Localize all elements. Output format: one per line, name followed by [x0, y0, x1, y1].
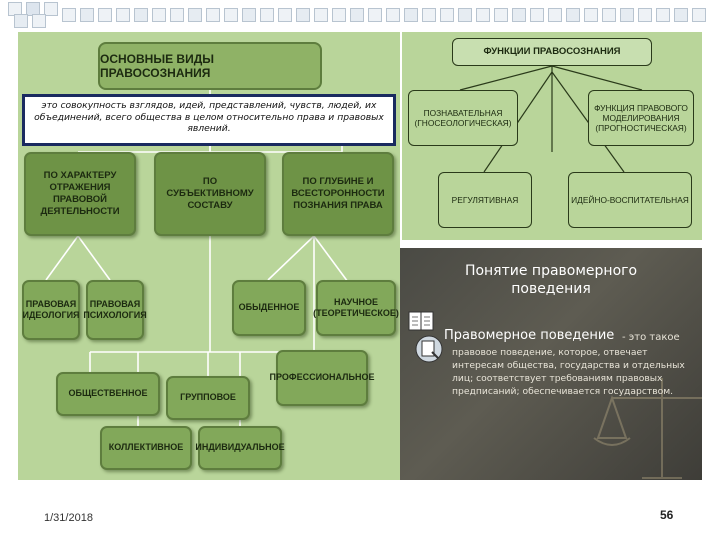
type-individual: ИНДИВИДУАЛЬНОЕ: [195, 426, 285, 470]
deco-square: [584, 8, 598, 22]
deco-square: [692, 8, 706, 22]
function-educational: ИДЕЙНО-ВОСПИТАТЕЛЬНАЯ: [568, 172, 692, 228]
deco-square: [314, 8, 328, 22]
deco-square: [278, 8, 292, 22]
type-professional: ПРОФЕССИОНАЛЬНОЕ: [270, 350, 374, 406]
type-legal-ideology: ПРАВОВАЯ ИДЕОЛОГИЯ: [22, 280, 80, 340]
deco-square: [206, 8, 220, 22]
deco-square: [80, 8, 94, 22]
connector-lines: [45, 90, 349, 426]
type-public: ОБЩЕСТВЕННОЕ: [56, 372, 160, 416]
deco-square: [152, 8, 166, 22]
lawful-title-line2: поведения: [511, 281, 591, 298]
function-cognitive: ПОЗНАВАТЕЛЬНАЯ (ГНОСЕОЛОГИЧЕСКАЯ): [408, 90, 518, 146]
definition-text: это совокупность взглядов, идей, предста…: [22, 94, 396, 146]
deco-square: [188, 8, 202, 22]
deco-square: [296, 8, 310, 22]
deco-square: [332, 8, 346, 22]
deco-square: [260, 8, 274, 22]
deco-square: [98, 8, 112, 22]
function-regulatory: РЕГУЛЯТИВНАЯ: [438, 172, 532, 228]
type-scientific: НАУЧНОЕ (ТЕОРЕТИЧЕСКОЕ): [313, 280, 399, 336]
deco-square: [530, 8, 544, 22]
type-everyday: ОБЫДЕННОЕ: [232, 280, 306, 336]
deco-square: [404, 8, 418, 22]
deco-square: [512, 8, 526, 22]
deco-square: [14, 14, 28, 28]
deco-square: [566, 8, 580, 22]
type-legal-psychology: ПРАВОВАЯ ПСИХОЛОГИЯ: [83, 280, 147, 340]
scales-icon: [593, 378, 702, 479]
functions-panel: ФУНКЦИИ ПРАВОСОЗНАНИЯ ПОЗНАВАТЕЛЬНАЯ (ГН…: [402, 32, 702, 240]
lawful-title-line1: Понятие правомерного: [464, 263, 638, 279]
deco-square: [62, 8, 76, 22]
deco-square: [422, 8, 436, 22]
book-icon: [408, 311, 434, 331]
type-collective: КОЛЛЕКТИВНОЕ: [100, 426, 192, 470]
lawful-dash-text: - это такое: [622, 332, 680, 343]
slide-number: 56: [660, 508, 674, 522]
deco-square: [224, 8, 238, 22]
note-icon: [415, 335, 443, 363]
deco-square: [134, 8, 148, 22]
deco-square: [656, 8, 670, 22]
deco-square: [638, 8, 652, 22]
deco-square: [458, 8, 472, 22]
deco-square: [674, 8, 688, 22]
lawful-term: Правомерное поведение: [444, 328, 615, 343]
deco-square: [170, 8, 184, 22]
deco-square: [620, 8, 634, 22]
function-modeling: ФУНКЦИЯ ПРАВОВОГО МОДЕЛИРОВАНИЯ (ПРОГНОС…: [588, 90, 694, 146]
lawful-definition: правовое поведение, которое, отвечает ин…: [452, 347, 685, 398]
top-decoration: [0, 0, 720, 30]
deco-square: [386, 8, 400, 22]
deco-square: [602, 8, 616, 22]
deco-square: [44, 2, 58, 16]
criterion-by-character: ПО ХАРАКТЕРУ ОТРАЖЕНИЯ ПРАВОВОЙ ДЕЯТЕЛЬН…: [24, 152, 136, 236]
types-diagram-panel: ОСНОВНЫЕ ВИДЫ ПРАВОСОЗНАНИЯ это совокупн…: [18, 32, 400, 480]
types-title: ОСНОВНЫЕ ВИДЫ ПРАВОСОЗНАНИЯ: [98, 42, 322, 90]
deco-square: [242, 8, 256, 22]
deco-square: [32, 14, 46, 28]
lawful-title: Понятие правомерного поведения: [400, 262, 702, 298]
deco-square: [116, 8, 130, 22]
deco-square: [350, 8, 364, 22]
deco-square: [440, 8, 454, 22]
lawful-behavior-panel: Понятие правомерного поведения Правомерн…: [400, 248, 702, 480]
functions-title: ФУНКЦИИ ПРАВОСОЗНАНИЯ: [452, 38, 652, 66]
type-group: ГРУППОВОЕ: [166, 376, 250, 420]
deco-square: [548, 8, 562, 22]
slide-date: 1/31/2018: [44, 512, 93, 524]
deco-square: [368, 8, 382, 22]
deco-square: [476, 8, 490, 22]
deco-square: [494, 8, 508, 22]
criterion-by-depth: ПО ГЛУБИНЕ И ВСЕСТОРОННОСТИ ПОЗНАНИЯ ПРА…: [282, 152, 394, 236]
criterion-by-subject: ПО СУБЪЕКТИВНОМУ СОСТАВУ: [154, 152, 266, 236]
